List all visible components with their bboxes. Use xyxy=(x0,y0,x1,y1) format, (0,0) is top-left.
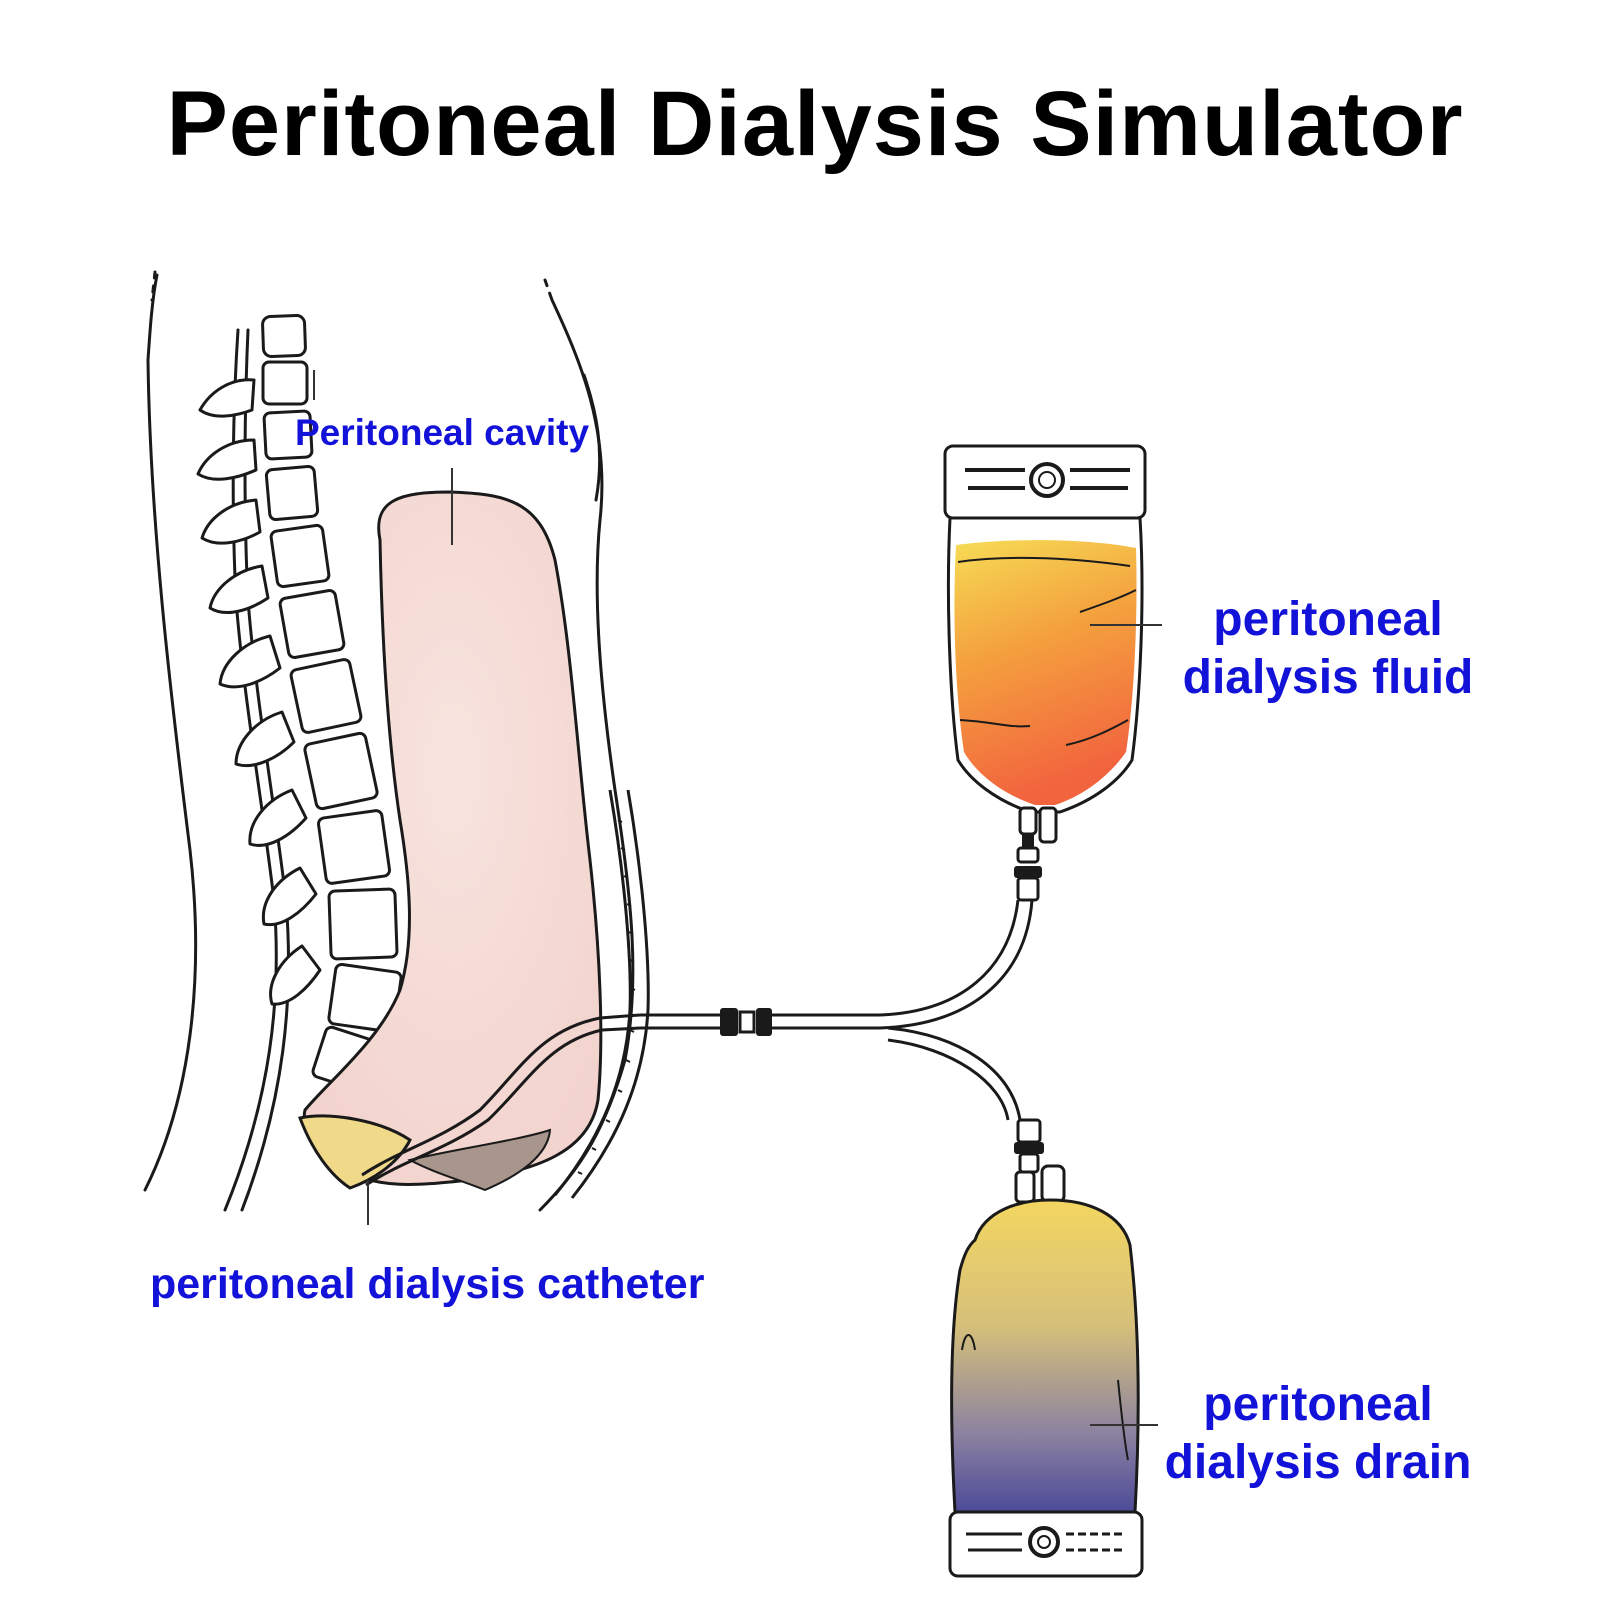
external-tubing xyxy=(640,899,1034,1121)
tunnel-dashes xyxy=(577,819,636,1175)
page-title: Peritoneal Dialysis Simulator xyxy=(166,73,1464,175)
label-dialysis-drain-line2: dialysis drain xyxy=(1165,1436,1472,1489)
drain-bag xyxy=(948,1118,1144,1578)
label-dialysis-fluid-line1: peritoneal xyxy=(1213,593,1442,646)
pelvic-region xyxy=(297,1114,412,1190)
fluid-bag xyxy=(943,444,1147,902)
drained-fluid-pool xyxy=(407,1128,552,1192)
label-dialysis-catheter: peritoneal dialysis catheter xyxy=(150,1260,705,1308)
label-dialysis-fluid-line2: dialysis fluid xyxy=(1183,651,1474,704)
label-peritoneal-cavity: Peritoneal cavity xyxy=(295,412,590,453)
tube-connector xyxy=(720,1008,772,1036)
label-dialysis-drain-line1: peritoneal xyxy=(1203,1378,1432,1431)
abdominal-wall-tunnel xyxy=(553,789,650,1199)
catheter-internal xyxy=(361,1013,641,1187)
spine xyxy=(196,314,403,1095)
